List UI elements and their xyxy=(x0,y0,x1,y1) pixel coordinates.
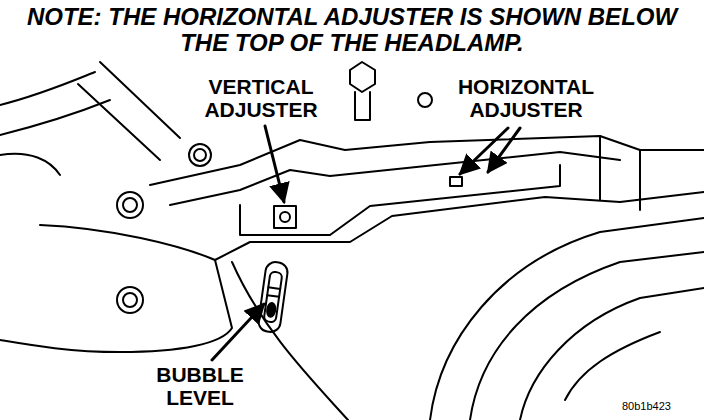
part-label-box: HORIZONTAL ADJUSTER xyxy=(438,76,614,121)
hose-line xyxy=(78,84,160,160)
horizontal-adjuster xyxy=(450,177,462,186)
mount-plate xyxy=(0,225,232,352)
hose-line xyxy=(0,100,110,135)
note-text: NOTE: THE HORIZONTAL ADJUSTER IS SHOWN B… xyxy=(24,4,680,56)
bolt xyxy=(117,287,143,313)
leader-arrow xyxy=(460,128,508,174)
hex-bolt xyxy=(350,62,375,92)
part-label-box: BUBBLE LEVEL xyxy=(122,364,278,409)
headlamp-housing xyxy=(232,262,348,420)
bolt xyxy=(194,149,206,161)
lens-edge xyxy=(470,252,704,420)
leader-arrow xyxy=(265,126,284,202)
hex-bolt xyxy=(355,92,370,120)
vertical-adjuster xyxy=(280,212,290,222)
part-label-box: VERTICAL ADJUSTER xyxy=(186,76,336,121)
bracket-edge xyxy=(150,136,704,185)
lens-reflection xyxy=(565,332,660,400)
lens-edge xyxy=(520,288,704,420)
vertical-adjuster xyxy=(274,206,296,228)
figure-code: 80b1b423 xyxy=(622,401,702,413)
lens-edge xyxy=(430,218,704,420)
part-label: BUBBLE LEVEL xyxy=(122,364,278,409)
figure-code-box: 80b1b423 xyxy=(622,401,702,413)
bolt xyxy=(123,293,137,307)
hose-line xyxy=(0,72,95,105)
bolt xyxy=(117,192,143,218)
nut xyxy=(418,93,432,107)
housing-side xyxy=(600,136,640,210)
leader-arrow xyxy=(488,128,520,172)
hose-line xyxy=(100,62,180,138)
headlamp-top xyxy=(215,192,704,260)
bolt xyxy=(123,198,137,212)
bubble-level xyxy=(257,261,289,333)
part-label: HORIZONTAL ADJUSTER xyxy=(438,76,614,121)
hose-line xyxy=(0,154,60,175)
leader-arrow xyxy=(212,304,264,360)
note-text-box: NOTE: THE HORIZONTAL ADJUSTER IS SHOWN B… xyxy=(24,4,680,56)
part-label: VERTICAL ADJUSTER xyxy=(186,76,336,121)
adjuster-recess xyxy=(240,165,560,235)
bolt xyxy=(189,144,211,166)
